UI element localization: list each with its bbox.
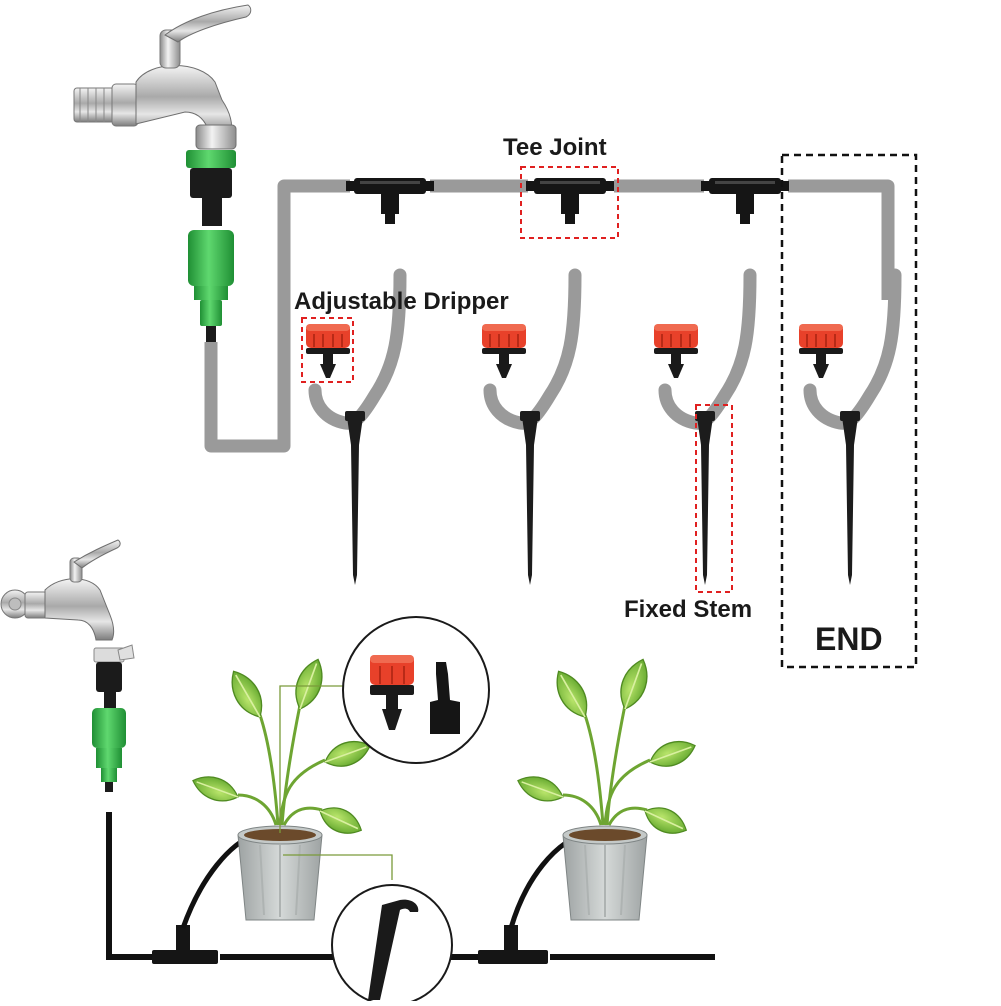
fixed-stem-label: Fixed Stem [624, 596, 753, 623]
stake-icon [665, 275, 750, 585]
dripper-icon [305, 323, 351, 379]
stake-icon [490, 275, 575, 585]
tee-joint-label: Tee Joint [503, 134, 607, 161]
dripper-icon [798, 323, 844, 379]
faucet-icon [73, 4, 252, 150]
main-tube [106, 812, 715, 960]
stem-highlight [695, 404, 733, 593]
tee-joint-icon [346, 178, 434, 224]
dripper-icon [370, 655, 414, 730]
stake-callout [331, 884, 453, 1006]
tee-joint-icon [152, 925, 218, 964]
stake-icon [315, 275, 400, 585]
stem-connector-icon [430, 662, 460, 734]
potted-plant-icon [514, 655, 699, 920]
main-tube [204, 179, 895, 453]
end-label: END [815, 621, 883, 657]
adjustable-dripper-label: Adjustable Dripper [294, 288, 509, 315]
dripper-icon [653, 323, 699, 379]
faucet-icon [0, 539, 121, 641]
callout-lines [279, 685, 393, 880]
end-box [780, 153, 918, 669]
tee-joint-icon [526, 178, 614, 224]
stake-icon [810, 275, 895, 585]
hose-connector-icon [92, 644, 135, 792]
dripper-highlight [301, 317, 354, 383]
tee-joint-highlight [520, 166, 619, 239]
tee-joint-icon [478, 925, 548, 964]
hose-connector-icon [186, 150, 236, 342]
parts-callout [342, 616, 490, 764]
dripper-icon [481, 323, 527, 379]
tee-joint-icon [701, 178, 789, 224]
